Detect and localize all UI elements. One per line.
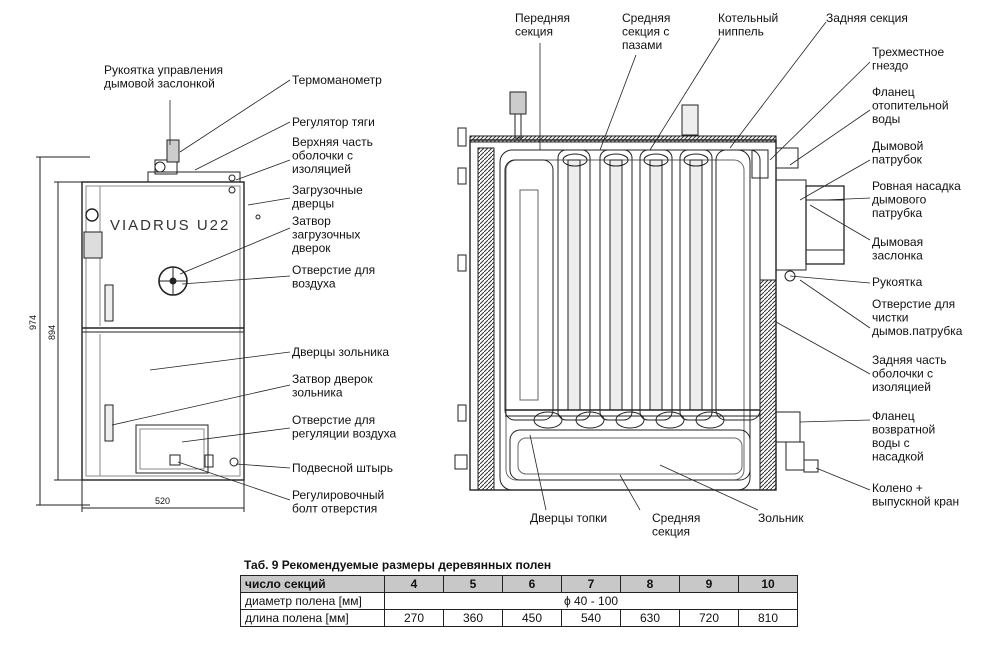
table-col: 8 (620, 575, 680, 593)
table-col: 9 (679, 575, 739, 593)
label-draft-regulator: Регулятор тяги (292, 115, 375, 129)
left-leaders (111, 79, 291, 501)
label-ash-door: Дверцы зольника (292, 345, 389, 359)
table-header-row: число секций 4 5 6 7 8 9 10 (240, 575, 798, 593)
brand-label: VIADRUS U22 (110, 217, 230, 234)
table-cell: 630 (620, 609, 680, 627)
table-col: 5 (443, 575, 503, 593)
table-cell: 270 (384, 609, 444, 627)
row-label: длина полена [мм] (240, 609, 385, 627)
row-label: диаметр полена [мм] (240, 592, 385, 610)
wood-log-table: число секций 4 5 6 7 8 9 10 диаметр поле… (240, 575, 798, 627)
table-cell: 540 (561, 609, 621, 627)
table-cell: 720 (679, 609, 739, 627)
dim-height-total: 974 (28, 315, 38, 330)
label-firebox-door: Дверцы топки (530, 511, 607, 525)
merged-cell: ϕ 40 - 100 (384, 592, 798, 610)
label-handle: Рукоятка (872, 275, 923, 289)
table-cell: 450 (502, 609, 562, 627)
front-view (36, 139, 261, 512)
dim-width: 520 (155, 496, 170, 506)
table-col: 7 (561, 575, 621, 593)
table-cell: 360 (443, 609, 503, 627)
cross-section (454, 91, 845, 491)
table-row: диаметр полена [мм] ϕ 40 - 100 (240, 592, 798, 610)
table-cell: 810 (738, 609, 798, 627)
label-ash-pan: Зольник (758, 511, 804, 525)
table-title: Таб. 9 Рекомендуемые размеры деревянных … (244, 558, 552, 572)
table-col: 4 (384, 575, 444, 593)
label-rear-section: Задняя секция (826, 11, 908, 25)
table-row: длина полена [мм] 270 360 450 540 630 72… (240, 609, 798, 627)
dim-height-body: 894 (47, 325, 57, 340)
label-thermomanometer: Термоманометр (292, 73, 382, 87)
table-col: 10 (738, 575, 798, 593)
label-hanging-pin: Подвесной штырь (292, 461, 393, 475)
right-leaders (529, 21, 871, 511)
table-col: 6 (502, 575, 562, 593)
label-elbow-drain: Колено +выпускной кран (872, 481, 959, 509)
table-header-label: число секций (240, 575, 385, 593)
boiler-diagram: VIADRUS U22 974 894 520 Рукоятка управле… (28, 11, 963, 539)
